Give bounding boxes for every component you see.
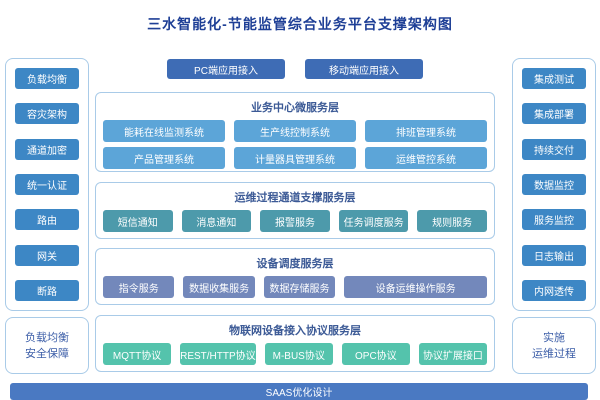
node-data-storage-service: 数据存储服务 xyxy=(263,276,336,298)
left-caption-line1: 负载均衡 xyxy=(25,331,69,344)
node-channel-encryption: 通道加密 xyxy=(15,138,79,160)
right-caption-line2: 运维过程 xyxy=(532,347,576,360)
node-mqtt-protocol: MQTT协议 xyxy=(103,343,172,365)
node-sms-notification: 短信通知 xyxy=(103,210,173,232)
left-panel-load-balancing: 负载均衡 容灾架构 通道加密 统一认证 路由 网关 断路 xyxy=(5,58,89,311)
diagram-title: 三水智能化-节能监管综合业务平台支撑架构图 xyxy=(147,16,453,32)
node-intranet-passthrough: 内网透传 xyxy=(522,279,586,301)
left-panel-caption: 负载均衡 安全保障 xyxy=(5,317,89,374)
section-row: MQTT协议 REST/HTTP协议 M-BUS协议 OPC协议 协议扩展接口 xyxy=(103,343,487,365)
section-device-scheduling-services: 设备调度服务层 指令服务 数据收集服务 数据存储服务 设备运维操作服务 xyxy=(95,248,495,305)
node-log-output: 日志输出 xyxy=(522,244,586,266)
node-pc-app-access: PC端应用接入 xyxy=(167,59,285,79)
node-load-balancing: 负载均衡 xyxy=(15,68,79,89)
node-data-collection-service: 数据收集服务 xyxy=(183,276,255,298)
right-panel-caption: 实施 运维过程 xyxy=(512,317,596,374)
node-continuous-delivery: 持续交付 xyxy=(522,138,586,160)
node-mbus-protocol: M-BUS协议 xyxy=(264,343,333,365)
node-rule-service: 规则服务 xyxy=(417,210,487,232)
right-panel-devops: 集成测试 集成部署 持续交付 数据监控 服务监控 日志输出 内网透传 xyxy=(512,58,596,311)
section-channel-support-services: 运维过程通道支撑服务层 短信通知 消息通知 报警服务 任务调度服务 规则服务 xyxy=(95,182,495,239)
node-rest-http-protocol: REST/HTTP协议 xyxy=(180,343,256,365)
node-production-line-control-system: 生产线控制系统 xyxy=(234,120,356,142)
right-caption-line1: 实施 xyxy=(543,331,565,344)
node-opc-protocol: OPC协议 xyxy=(341,343,410,365)
section-business-microservices: 业务中心微服务层 能耗在线监测系统 生产线控制系统 排班管理系统 产品管理系统 … xyxy=(95,92,495,172)
node-shift-management-system: 排班管理系统 xyxy=(365,120,487,142)
node-device-ops-operation-service: 设备运维操作服务 xyxy=(344,276,488,298)
section-row: 短信通知 消息通知 报警服务 任务调度服务 规则服务 xyxy=(103,210,487,232)
section-row: 能耗在线监测系统 生产线控制系统 排班管理系统 xyxy=(103,120,487,142)
node-mobile-app-access: 移动端应用接入 xyxy=(305,59,423,79)
section-header: 物联网设备接入协议服务层 xyxy=(229,325,361,337)
node-gateway: 网关 xyxy=(15,244,79,266)
node-product-management-system: 产品管理系统 xyxy=(103,147,225,169)
node-integration-deploy: 集成部署 xyxy=(522,103,586,125)
node-command-service: 指令服务 xyxy=(103,276,175,298)
left-caption-line2: 安全保障 xyxy=(25,347,69,360)
section-row: 产品管理系统 计量器具管理系统 运维管控系统 xyxy=(103,147,487,169)
node-routing: 路由 xyxy=(15,209,79,231)
section-header: 运维过程通道支撑服务层 xyxy=(234,192,356,204)
node-metering-instrument-system: 计量器具管理系统 xyxy=(234,147,356,169)
node-task-scheduling-service: 任务调度服务 xyxy=(338,210,409,232)
section-header: 设备调度服务层 xyxy=(256,258,334,270)
node-ops-control-system: 运维管控系统 xyxy=(365,147,487,169)
node-circuit-breaker: 断路 xyxy=(15,279,79,301)
node-protocol-extension-interface: 协议扩展接口 xyxy=(418,343,487,365)
node-saas-optimization: SAAS优化设计 xyxy=(10,383,588,400)
app-access-row: PC端应用接入 移动端应用接入 xyxy=(95,59,495,79)
section-row: 指令服务 数据收集服务 数据存储服务 设备运维操作服务 xyxy=(103,276,488,298)
node-energy-monitoring-system: 能耗在线监测系统 xyxy=(103,120,225,142)
node-message-notification: 消息通知 xyxy=(181,210,252,232)
node-unified-auth: 统一认证 xyxy=(15,173,79,195)
section-header: 业务中心微服务层 xyxy=(251,102,339,114)
node-integration-test: 集成测试 xyxy=(522,68,586,89)
node-alarm-service: 报警服务 xyxy=(260,210,330,232)
node-data-monitoring: 数据监控 xyxy=(522,173,586,195)
section-iot-protocol-services: 物联网设备接入协议服务层 MQTT协议 REST/HTTP协议 M-BUS协议 … xyxy=(95,315,495,372)
node-service-monitoring: 服务监控 xyxy=(522,209,586,231)
node-disaster-recovery: 容灾架构 xyxy=(15,103,79,125)
